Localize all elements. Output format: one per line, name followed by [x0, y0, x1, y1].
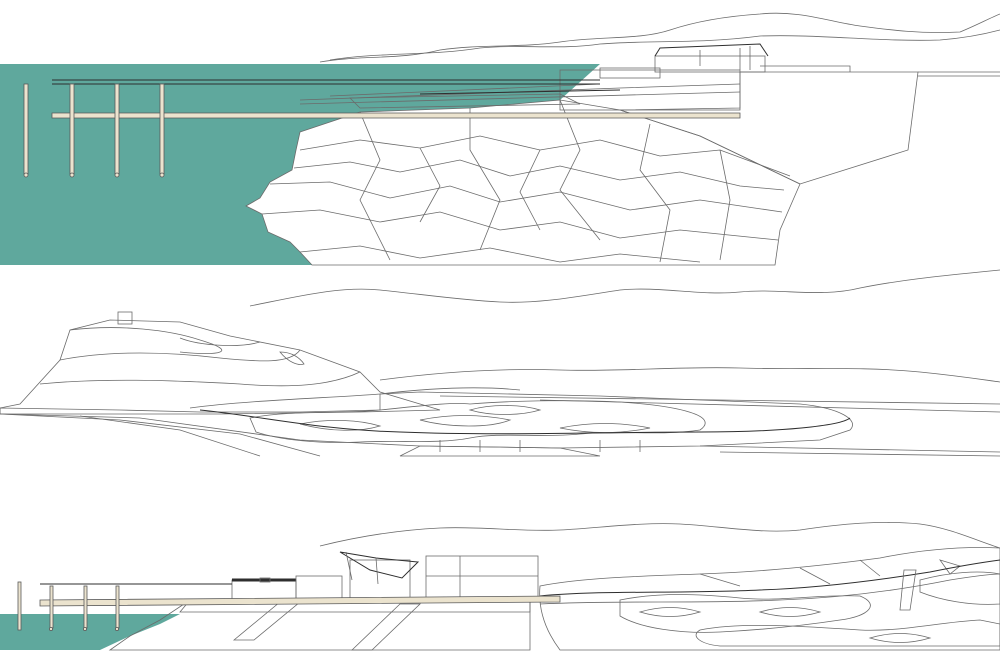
- hilltop-structure: [117, 311, 133, 325]
- dune-terrain: [539, 547, 1000, 651]
- hill: [0, 311, 441, 415]
- mountain-outline-1: [319, 12, 1000, 63]
- mountain-outline-2b: [379, 367, 1000, 383]
- mountain-outline-3: [319, 521, 1000, 549]
- building-deck: [299, 43, 1000, 185]
- panel-pier-headland: [0, 12, 1000, 266]
- lagoon-terrain: [0, 387, 1000, 457]
- panel-waterfront: [0, 521, 1000, 651]
- mountain-outline-2: [249, 269, 1000, 307]
- rocky-cliff: [245, 99, 801, 266]
- water-1: [0, 64, 600, 265]
- panel-hill-lagoon: [0, 269, 1000, 457]
- pier-1: [23, 79, 741, 178]
- water-3: [0, 614, 180, 650]
- mountain-outline-1b: [329, 29, 1000, 61]
- pier-3: [17, 581, 561, 632]
